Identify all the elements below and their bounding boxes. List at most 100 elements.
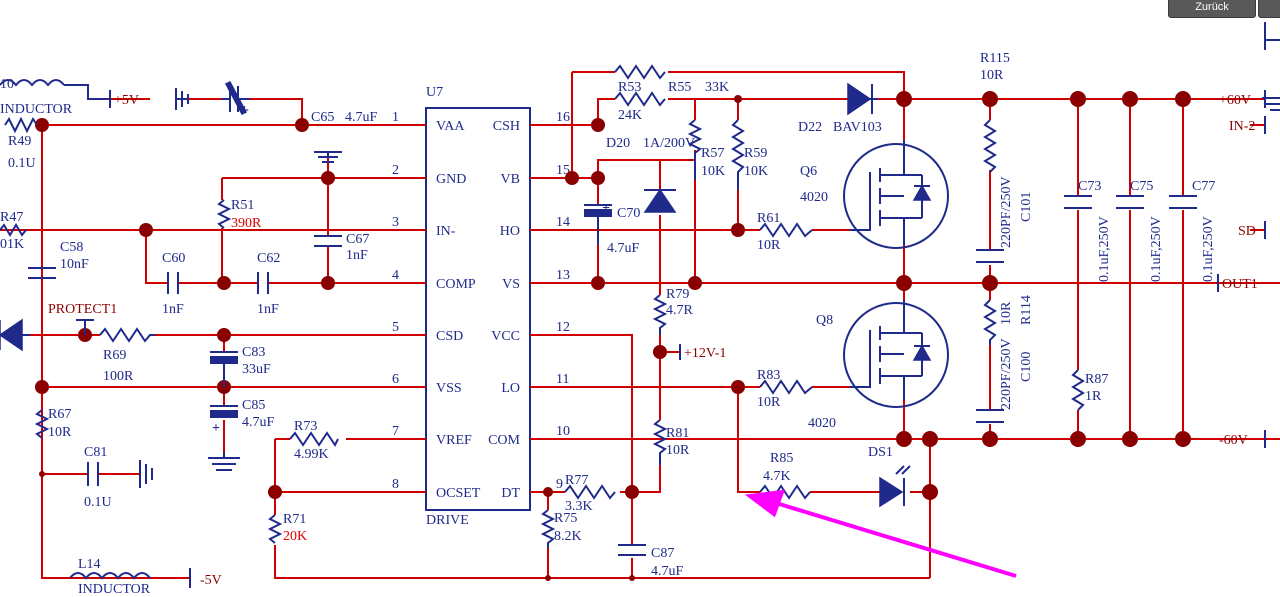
- resistor-r79-symbol: [652, 294, 668, 335]
- r51-val: 390R: [231, 216, 262, 231]
- resistor-r73-symbol: [289, 431, 339, 447]
- ic-name: DRIVE: [426, 513, 469, 528]
- ground-symbol-gnd: [314, 151, 342, 163]
- resistor-r53-symbol: [614, 64, 666, 80]
- cap-c85-fill: [210, 410, 238, 418]
- r81-val: 10R: [666, 443, 690, 458]
- c62-val: 1nF: [257, 302, 279, 317]
- ic-pin-name: HO: [500, 224, 520, 239]
- r59-ref: R59: [744, 146, 767, 161]
- r75-val: 8.2K: [554, 529, 582, 544]
- r59-val: 10K: [744, 164, 768, 179]
- inductor-l10-symbol: [0, 79, 110, 100]
- r115-val: 10R: [980, 68, 1004, 83]
- r79-ref: R79: [666, 287, 689, 302]
- ic-pin-name: VREF: [436, 433, 472, 448]
- cap-c60-symbol: [167, 272, 179, 294]
- ic-pin-name: VB: [501, 172, 520, 187]
- svg-text:+: +: [240, 102, 249, 119]
- q6-val: 4020: [800, 190, 828, 205]
- cap-c81-symbol: [87, 462, 99, 486]
- toolbar-button-right[interactable]: [1258, 0, 1280, 18]
- ic-ref: U7: [426, 85, 443, 100]
- c100-ref: C100: [1019, 352, 1034, 382]
- r71-ref: R71: [283, 512, 306, 527]
- ic-pin-name: VCC: [491, 329, 520, 344]
- r73-val: 4.99K: [294, 447, 329, 462]
- resistor-r67-symbol: [34, 409, 50, 439]
- l10-ref: 10: [0, 77, 14, 92]
- inductor-l14-symbol: [69, 572, 151, 580]
- cap-c73-symbol: [1064, 195, 1092, 209]
- r61-ref: R61: [757, 211, 780, 226]
- m60v-label: -60V: [1219, 433, 1248, 448]
- c81-ref: C81: [84, 445, 107, 460]
- cap-c62-symbol: [257, 272, 269, 294]
- port-bars: [1217, 90, 1266, 448]
- protect-tee: [76, 319, 94, 335]
- d20-val: 1A/200V: [643, 136, 695, 151]
- r69-ref: R69: [103, 348, 126, 363]
- out1-label: OUT1: [1222, 277, 1258, 292]
- c75-ref: C75: [1130, 179, 1153, 194]
- c100-val: 220PF/250V: [999, 338, 1014, 410]
- resistor-r61-symbol: [759, 222, 813, 238]
- c65-ref: C65: [311, 110, 334, 125]
- resistor-r69-symbol: [99, 327, 155, 343]
- led-ds1-symbol: [879, 476, 904, 508]
- r83-val: 10R: [757, 395, 781, 410]
- ic-pin-number: 14: [556, 215, 570, 230]
- ic-pin-name: DT: [501, 486, 520, 501]
- c81-val: 0.1U: [84, 495, 112, 510]
- r77-ref: R77: [565, 473, 588, 488]
- cap-polar-top: [222, 86, 250, 112]
- p60v-label: +60V: [1219, 93, 1251, 108]
- protect-label: PROTECT1: [48, 302, 117, 317]
- d20-ref: D20: [606, 136, 630, 151]
- r67-val: 10R: [48, 425, 72, 440]
- c77-val: 0.1uF,250V: [1201, 216, 1216, 282]
- ic-pin-name: CSH: [493, 119, 520, 134]
- c67-ref: C67: [346, 232, 369, 247]
- ic-pin-name: GND: [436, 172, 466, 187]
- labels: 10 INDUCTOR +5V C65 4.7uF R49 0.1U R47 0…: [0, 51, 1258, 597]
- ground-symbol-right: [1262, 97, 1280, 111]
- ic-pin-number: 13: [556, 268, 570, 283]
- r67-ref: R67: [48, 407, 71, 422]
- resistor-r77-symbol: [564, 484, 616, 500]
- ic-pin-number: 9: [556, 477, 563, 492]
- r49-val: 0.1U: [8, 156, 36, 171]
- c83-val: 33uF: [242, 362, 271, 377]
- l10-name: INDUCTOR: [0, 102, 73, 117]
- component-symbols: + +: [0, 22, 1280, 588]
- c70-ref: C70: [617, 206, 640, 221]
- cap-c58-symbol: [28, 267, 56, 279]
- back-button[interactable]: Zurück: [1168, 0, 1256, 18]
- c77-ref: C77: [1192, 179, 1215, 194]
- r79-val: 4.7R: [666, 303, 694, 318]
- ic-pin-name: OCSET: [436, 486, 481, 501]
- resistor-r115-symbol: [983, 119, 997, 173]
- r55-ref: R55: [668, 80, 691, 95]
- r69-val: 100R: [103, 369, 134, 384]
- ic-pin-number: 1: [392, 110, 399, 125]
- cap-polar-top-fill: [224, 81, 248, 115]
- r114-ref: R114: [1019, 295, 1034, 325]
- m5v-label: -5V: [200, 573, 222, 588]
- resistor-r57-symbol: [687, 119, 703, 180]
- mosfet-q8-symbol: [843, 302, 949, 408]
- r49-ref: R49: [8, 134, 31, 149]
- resistor-r81-symbol: [652, 419, 668, 465]
- ic-pin-number: 12: [556, 320, 570, 335]
- l14-ref: L14: [78, 557, 101, 572]
- ic-pins: 1VAA2GND3IN-4COMP5CSD6VSS7VREF8OCSET16CS…: [392, 110, 570, 501]
- cap-c100-symbol: [976, 409, 1004, 423]
- wires: [0, 71, 1280, 579]
- resistor-r85-symbol: [759, 484, 811, 500]
- r77-val: 3.3K: [565, 499, 593, 514]
- ic-pin-name: COM: [488, 433, 520, 448]
- c101-val: 220PF/250V: [999, 176, 1014, 248]
- resistor-r83-symbol: [759, 379, 813, 395]
- ground-symbol-c81: [139, 460, 153, 488]
